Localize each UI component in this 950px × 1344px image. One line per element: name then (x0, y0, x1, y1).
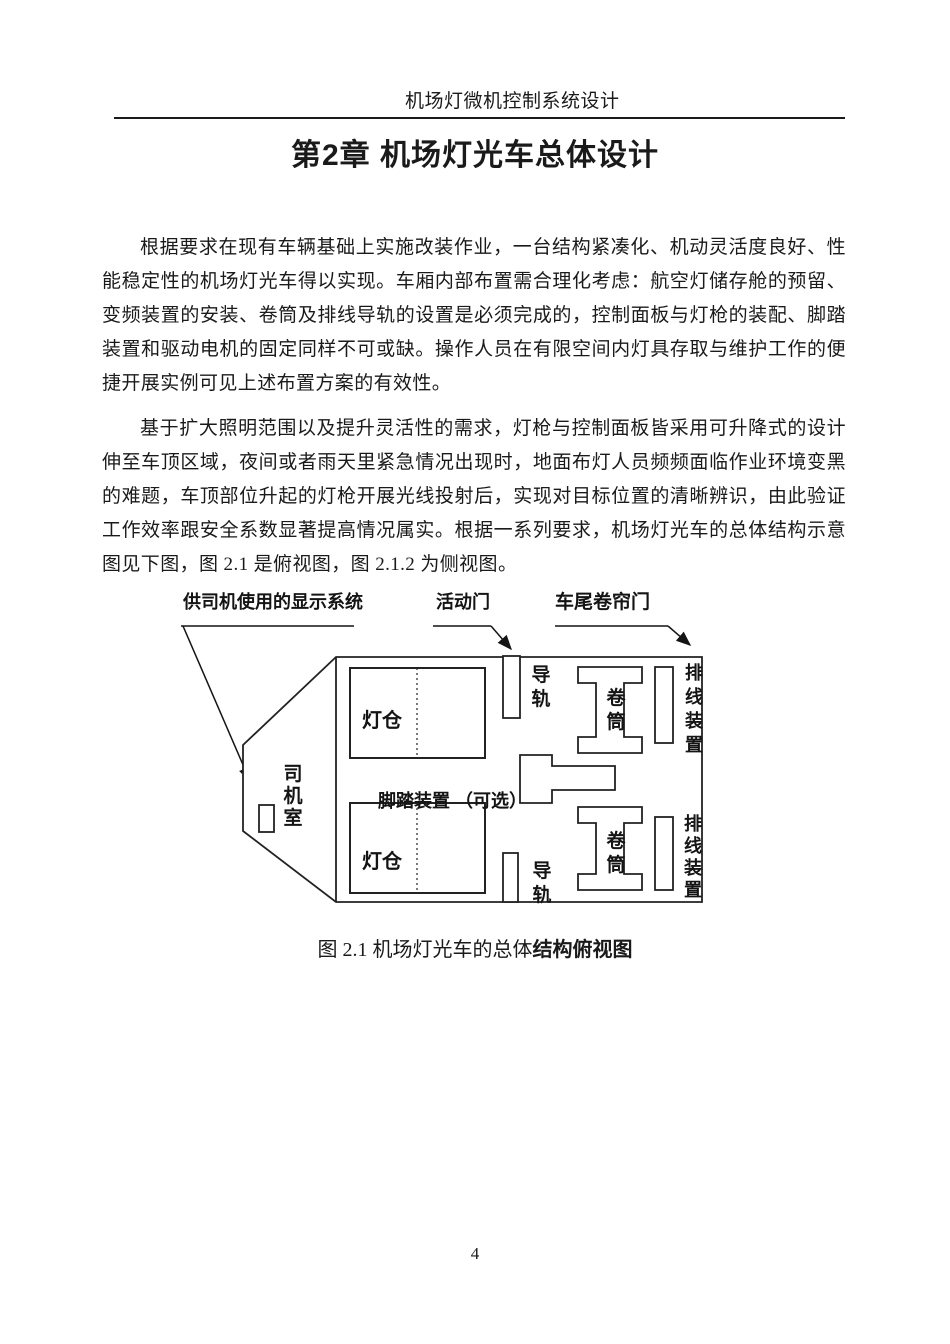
figure-caption-text: 图 2.1 机场灯光车的总体 (317, 939, 533, 961)
reel-bottom-label: 卷筒 (605, 829, 626, 876)
lamp-bay-bottom-label: 灯仓 (362, 849, 403, 873)
rear-shutter-label: 车尾卷帘门 (555, 590, 650, 613)
paragraph-2: 基于扩大照明范围以及提升灵活性的需求，灯枪与控制面板皆采用可升降式的设计伸至车顶… (102, 418, 846, 575)
lamp-bay-top-label: 灯仓 (362, 708, 403, 732)
pedal-device-label: 脚踏装置 （可选） (378, 790, 527, 811)
page-number: 4 (470, 1244, 480, 1263)
guide-rail-bottom-rect (502, 852, 519, 903)
movable-door-label: 活动门 (436, 591, 490, 612)
movable-door-rect (502, 655, 521, 719)
display-system-arrow (182, 625, 251, 783)
guide-rail-top-label: 导轨 (531, 664, 550, 710)
reel-top-shape (577, 666, 643, 754)
control-console-shape (519, 754, 616, 804)
reel-top-label: 卷筒 (605, 686, 626, 733)
paragraph-1: 根据要求在现有车辆基础上实施改装作业，一台结构紧凑化、机动灵活度良好、性能稳定性… (102, 237, 846, 394)
display-system-label: 供司机使用的显示系统 (182, 591, 363, 612)
movable-door-arrow (490, 625, 512, 651)
reel-bottom-shape (577, 806, 643, 891)
vehicle-top-view-diagram: 供司机使用的显示系统 活动门 车尾卷帘门 司机室 灯仓 灯仓 脚踏装置 （可选）… (181, 590, 703, 906)
figure-2-1: 供司机使用的显示系统 活动门 车尾卷帘门 司机室 灯仓 灯仓 脚踏装置 （可选）… (140, 580, 760, 930)
cable-device-bottom-rect (654, 816, 674, 891)
rear-shutter-arrow (667, 625, 692, 646)
cable-device-bottom-label: 排线装置 (684, 813, 702, 900)
chapter-title: 第2章 机场灯光车总体设计 (290, 139, 660, 172)
driver-display-rect (258, 804, 275, 833)
cable-device-top-label: 排线装置 (685, 662, 703, 755)
driver-cab-label: 司机室 (283, 764, 302, 829)
header-rule (114, 117, 845, 119)
cable-device-top-rect (654, 666, 674, 744)
figure-caption-bold-text: 结构俯视图 (532, 939, 633, 961)
guide-rail-bottom-label: 导轨 (532, 860, 551, 906)
body-text: 根据要求在现有车辆基础上实施改装作业，一台结构紧凑化、机动灵活度良好、性能稳定性… (102, 231, 846, 582)
figure-caption: 图 2.1 机场灯光车的总体结构俯视图 (0, 933, 950, 962)
running-header: 机场灯微机控制系统设计 (405, 91, 620, 112)
